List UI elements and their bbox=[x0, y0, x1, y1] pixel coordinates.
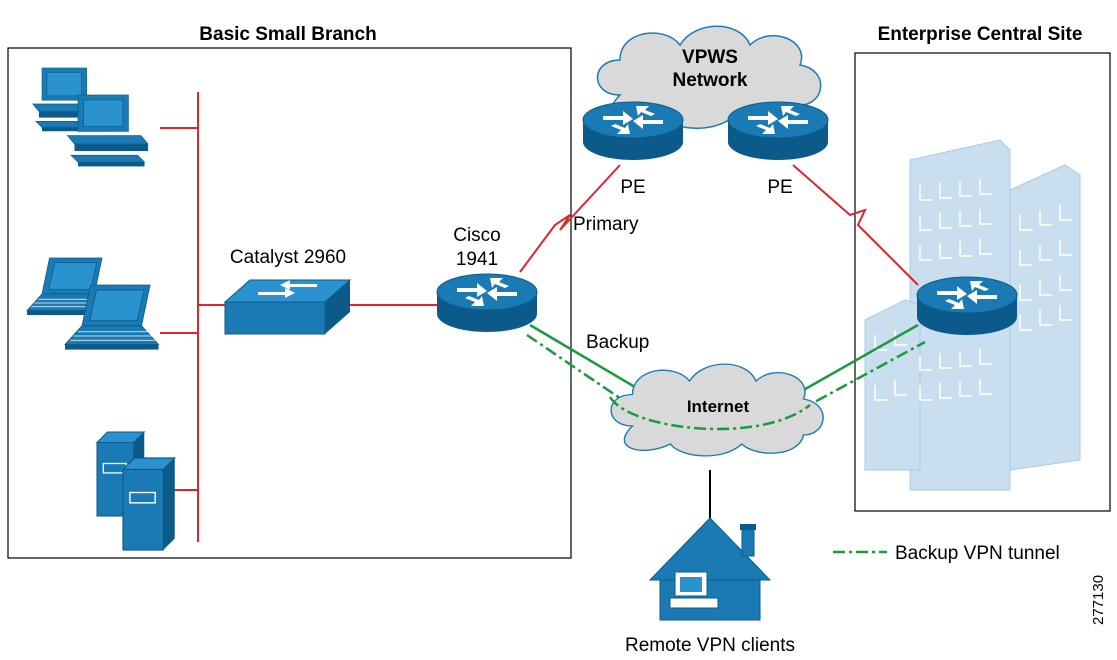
server-icon bbox=[122, 457, 176, 551]
primary-label: Primary bbox=[573, 214, 639, 235]
pe-right-router-icon bbox=[727, 101, 829, 161]
pe-left-label: PE bbox=[620, 177, 645, 198]
branch-box bbox=[7, 47, 572, 559]
pe-right-label: PE bbox=[767, 177, 792, 198]
vpws-network-label: Network bbox=[673, 70, 748, 91]
legend-backup-tunnel-label: Backup VPN tunnel bbox=[895, 543, 1060, 564]
building-icon bbox=[864, 139, 1081, 491]
central-site-title: Enterprise Central Site bbox=[878, 24, 1083, 45]
house-icon bbox=[648, 517, 772, 621]
desktop-computer-icon bbox=[67, 94, 149, 167]
primary-links bbox=[519, 164, 919, 286]
remote-clients-label: Remote VPN clients bbox=[625, 635, 795, 656]
figure-id: 277130 bbox=[1090, 575, 1107, 625]
switch-icon bbox=[223, 279, 352, 335]
pe-left-router-icon bbox=[582, 101, 684, 161]
router-label-line1: Cisco bbox=[453, 225, 501, 246]
central-site-box bbox=[854, 52, 1111, 512]
branch-title: Basic Small Branch bbox=[199, 24, 376, 45]
router-label-line2: 1941 bbox=[456, 249, 498, 270]
legend: Backup VPN tunnel bbox=[833, 543, 1060, 564]
cisco-1941-router-icon bbox=[436, 273, 538, 333]
internet-label: Internet bbox=[687, 397, 750, 416]
switch-label: Catalyst 2960 bbox=[230, 247, 346, 268]
backup-label: Backup bbox=[586, 332, 649, 353]
central-router-icon bbox=[916, 276, 1018, 336]
backup-tunnel-line bbox=[608, 396, 811, 431]
vpws-label: VPWS bbox=[682, 47, 738, 68]
